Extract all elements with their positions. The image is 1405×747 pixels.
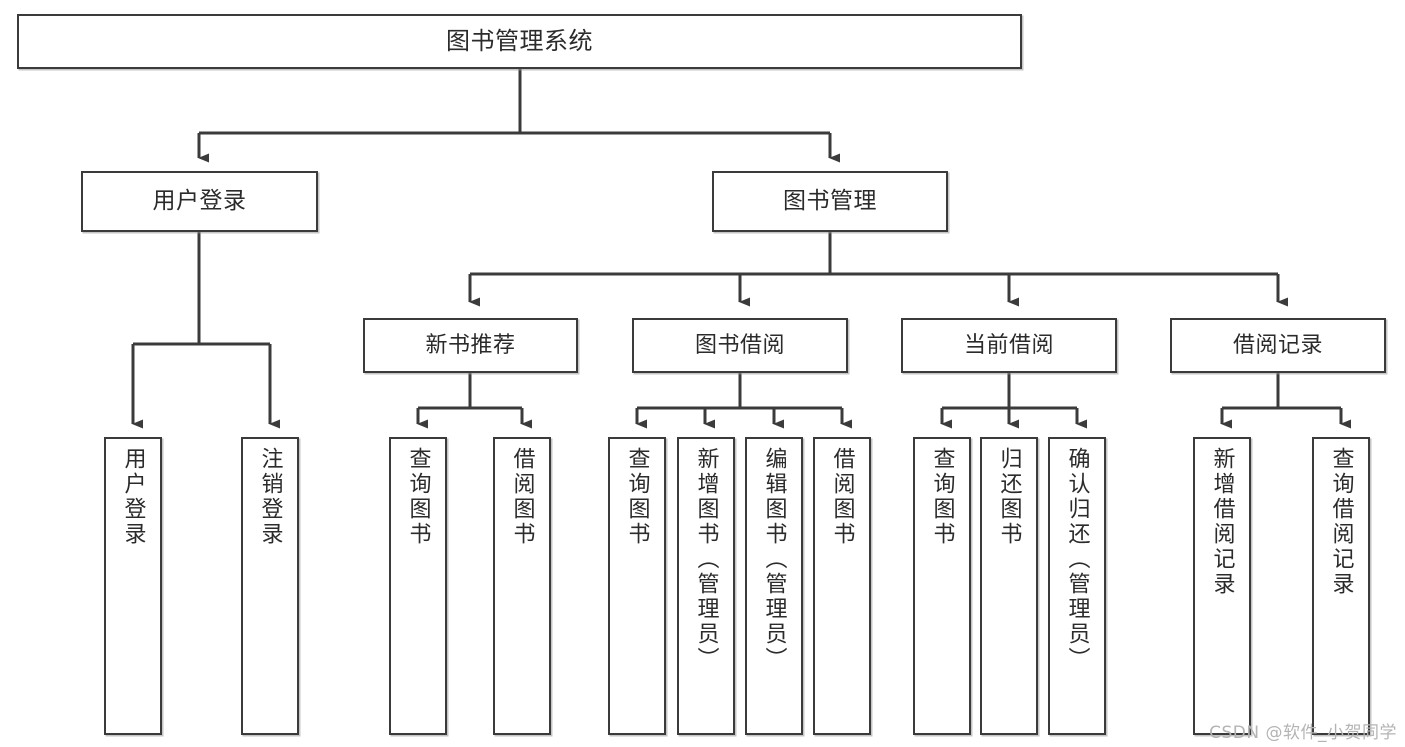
node-borrow-record-label: 借阅记录 [1232,332,1323,358]
node-user-login[interactable]: 用户登录 [81,171,318,232]
node-leaf-query-book-1-label: 查询图书 [405,447,431,547]
node-book-manage-label: 图书管理 [783,187,877,214]
node-leaf-user-login-label: 用户登录 [120,447,146,547]
node-leaf-user-login[interactable]: 用户登录 [104,437,162,735]
node-leaf-query-book-1[interactable]: 查询图书 [389,437,447,735]
node-leaf-add-book-label: 新增图书（管理员） [693,447,719,672]
node-new-book-recommend[interactable]: 新书推荐 [363,318,578,373]
node-leaf-query-book-3[interactable]: 查询图书 [913,437,971,735]
node-leaf-query-book-3-label: 查询图书 [929,447,955,547]
node-leaf-edit-book[interactable]: 编辑图书（管理员） [745,437,803,735]
node-leaf-query-record-label: 查询借阅记录 [1328,447,1354,597]
node-leaf-logout-login-label: 注销登录 [257,447,283,547]
node-leaf-confirm-return-label: 确认归还（管理员） [1064,447,1090,672]
node-book-manage[interactable]: 图书管理 [712,171,948,232]
node-new-book-recommend-label: 新书推荐 [425,332,516,358]
node-leaf-return-book-label: 归还图书 [996,447,1022,547]
node-book-borrow-label: 图书借阅 [694,332,785,358]
node-borrow-record[interactable]: 借阅记录 [1170,318,1386,373]
node-root[interactable]: 图书管理系统 [17,14,1022,69]
node-user-login-label: 用户登录 [152,187,247,214]
node-leaf-add-record[interactable]: 新增借阅记录 [1193,437,1251,735]
node-root-label: 图书管理系统 [446,27,593,56]
node-leaf-logout-login[interactable]: 注销登录 [241,437,299,735]
node-current-borrow[interactable]: 当前借阅 [901,318,1117,373]
node-leaf-query-book-2-label: 查询图书 [624,447,650,547]
node-leaf-borrow-book-1[interactable]: 借阅图书 [493,437,551,735]
node-leaf-query-book-2[interactable]: 查询图书 [608,437,666,735]
node-book-borrow[interactable]: 图书借阅 [632,318,848,373]
node-leaf-add-book[interactable]: 新增图书（管理员） [677,437,735,735]
node-leaf-query-record[interactable]: 查询借阅记录 [1312,437,1370,735]
node-leaf-edit-book-label: 编辑图书（管理员） [761,447,787,672]
node-leaf-add-record-label: 新增借阅记录 [1209,447,1235,597]
node-leaf-borrow-book-2-label: 借阅图书 [829,447,855,547]
node-leaf-borrow-book-2[interactable]: 借阅图书 [813,437,871,735]
node-current-borrow-label: 当前借阅 [963,332,1054,358]
csdn-watermark: CSDN @软件_小贺同学 [1209,723,1397,743]
node-leaf-confirm-return[interactable]: 确认归还（管理员） [1048,437,1106,735]
node-leaf-borrow-book-1-label: 借阅图书 [509,447,535,547]
node-leaf-return-book[interactable]: 归还图书 [980,437,1038,735]
